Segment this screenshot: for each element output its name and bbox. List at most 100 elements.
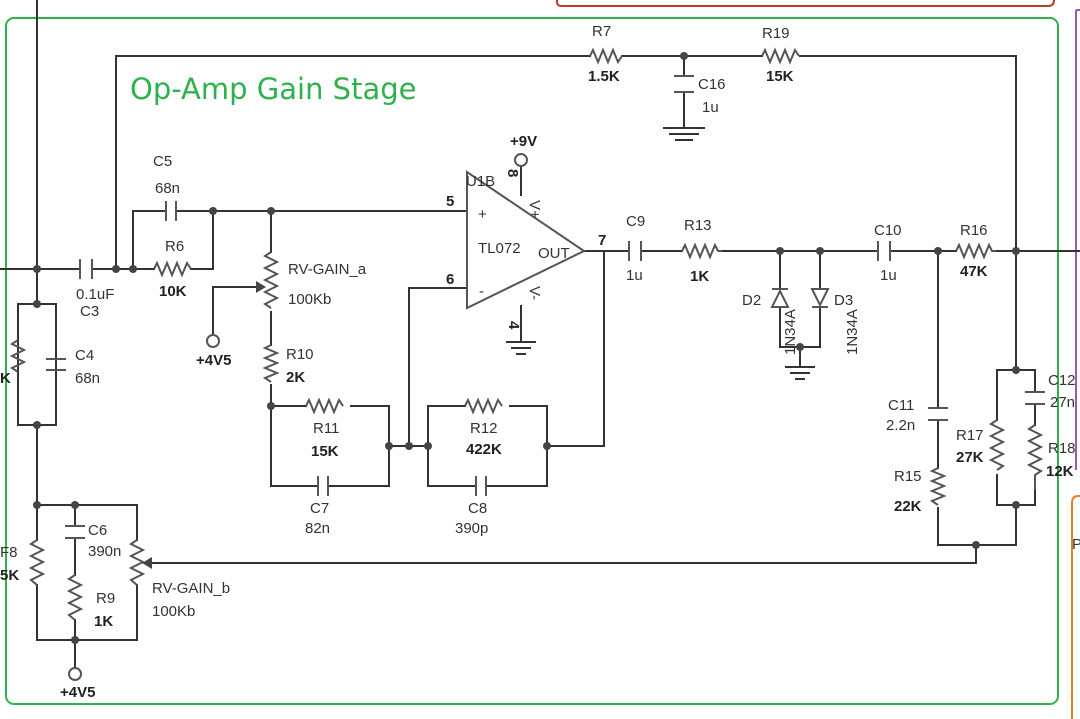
c6-ref: C6 [88, 522, 107, 539]
opamp-plus: + [478, 206, 487, 223]
bias-a-label: +4V5 [196, 352, 231, 369]
r6-value: 10K [159, 283, 187, 300]
components [9, 47, 1045, 681]
c9-ref: C9 [626, 213, 645, 230]
resistor-r11 [305, 397, 344, 415]
c4-value: 68n [75, 370, 100, 387]
r6-ref: R6 [165, 238, 184, 255]
r17-value: 27K [956, 449, 984, 466]
rv-gain-b-ref: RV-GAIN_b [152, 580, 230, 597]
capacitor-c3 [79, 259, 93, 279]
pin-8: 8 [504, 169, 521, 177]
r13-ref: R13 [684, 217, 712, 234]
resistor-r9 [66, 574, 84, 621]
op-amp-gain-stage-frame [5, 17, 1059, 705]
rv-gain-a-value: 100Kb [288, 291, 331, 308]
r18-value: 12K [1046, 463, 1074, 480]
resistor-r19 [761, 47, 800, 65]
r13-value: 1K [690, 268, 709, 285]
r11-ref: R11 [313, 420, 339, 437]
op-amp-triangle [466, 170, 586, 310]
rv-gain-a-ref: RV-GAIN_a [288, 261, 367, 278]
r12-ref: R12 [470, 420, 498, 437]
r9-value: 1K [94, 613, 113, 630]
neighbor-frame-label: P [1072, 536, 1080, 553]
capacitor-c6 [65, 525, 85, 539]
d2-value: 1N34A [782, 309, 799, 355]
junctions [33, 52, 1020, 644]
c11-ref: C11 [888, 397, 914, 414]
bias-b-label: +4V5 [60, 684, 95, 701]
capacitor-c5 [165, 201, 177, 221]
labels: R7 1.5K R19 15K C16 1u C5 68n R6 10K 0.1… [0, 23, 1076, 701]
capacitor-c7 [317, 476, 329, 496]
c16-value: 1u [702, 99, 719, 116]
resistor-r8 [28, 539, 46, 586]
c5-ref: C5 [153, 153, 172, 170]
page-title: Op-Amp Gain Stage [130, 72, 416, 106]
pin-5: 5 [446, 193, 454, 210]
d3-value: 1N34A [844, 309, 861, 355]
wires [0, 0, 1080, 669]
r10-ref: R10 [286, 346, 314, 363]
v-minus-label: V- [526, 286, 543, 300]
pot-wiper-b [142, 557, 152, 569]
c5-value: 68n [155, 180, 180, 197]
opamp-minus: - [479, 283, 484, 300]
supply-pin-9v [514, 153, 528, 167]
r11-value: 15K [311, 443, 339, 460]
resistor-r10 [262, 344, 280, 383]
c4-ref: C4 [75, 347, 94, 364]
capacitor-c12 [1025, 391, 1045, 405]
vcc-label: +9V [510, 133, 537, 150]
opamp-ref: U1B [466, 173, 495, 190]
d3-ref: D3 [834, 292, 853, 309]
r7-value: 1.5K [588, 68, 620, 85]
r9-ref: R9 [96, 590, 115, 607]
c8-ref: C8 [468, 500, 487, 517]
resistor-rx [9, 339, 27, 373]
r18-ref: R18 [1048, 440, 1076, 457]
diode-d3 [810, 288, 830, 308]
c12-ref: C12 [1048, 372, 1076, 389]
capacitor-c11 [928, 407, 948, 421]
resistor-r16 [955, 242, 996, 260]
capacitor-c8 [475, 476, 487, 496]
c3-ref: C3 [80, 303, 99, 320]
r8-value: 5K [0, 567, 19, 584]
c10-value: 1u [880, 267, 897, 284]
neighbor-frame-right-bottom [1071, 495, 1080, 719]
r19-value: 15K [766, 68, 794, 85]
c11-value: 2.2n [886, 417, 915, 434]
capacitor-c10 [877, 241, 891, 261]
potentiometer-rv-gain-a [262, 251, 280, 309]
rv-gain-b-value: 100Kb [152, 603, 195, 620]
c12-value: 27n [1050, 394, 1075, 411]
r10-value: 2K [286, 369, 305, 386]
c16-ref: C16 [698, 76, 726, 93]
c6-value: 390n [88, 543, 121, 560]
d2-ref: D2 [742, 292, 761, 309]
potentiometer-rv-gain-b [128, 539, 146, 586]
resistor-r18 [1026, 424, 1044, 490]
resistor-r15 [929, 467, 947, 506]
c3-value: 0.1uF [76, 286, 114, 303]
resistor-r6 [153, 260, 192, 278]
rx-value: K [0, 370, 11, 387]
resistor-r17 [988, 419, 1006, 471]
r8-ref: F8 [0, 544, 18, 561]
pin-7: 7 [598, 232, 606, 249]
r17-ref: R17 [956, 427, 984, 444]
capacitor-c9 [628, 241, 642, 261]
c10-ref: C10 [874, 222, 902, 239]
resistor-r7 [589, 47, 623, 65]
c7-ref: C7 [310, 500, 329, 517]
r7-ref: R7 [592, 23, 611, 40]
opamp-part: TL072 [478, 240, 521, 257]
r16-ref: R16 [960, 222, 988, 239]
neighbor-frame-right-top [1075, 9, 1080, 470]
neighbor-frame-top [556, 0, 1055, 7]
c8-value: 390p [455, 520, 488, 537]
opamp-out-label: OUT [538, 245, 570, 262]
